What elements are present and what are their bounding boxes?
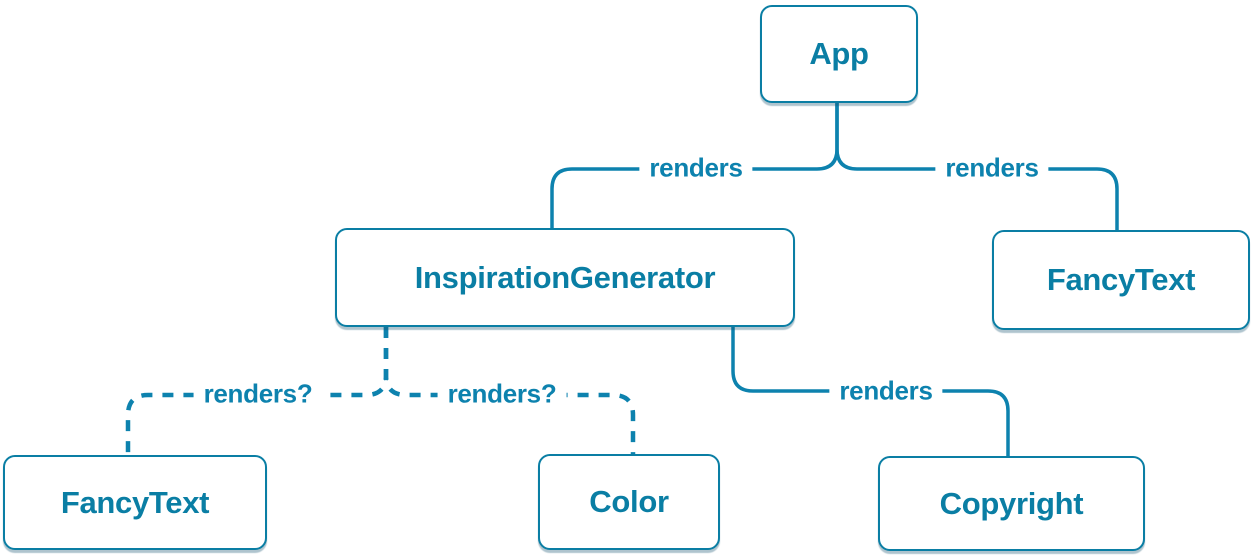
node-copyright-label: Copyright: [939, 485, 1084, 521]
edge-label-renders-left: renders: [639, 150, 753, 186]
node-fancy-text-right-label: FancyText: [1046, 262, 1196, 297]
node-color-label: Color: [589, 484, 669, 519]
node-color: Color: [538, 454, 720, 550]
edge-label-renders-bottom: renders: [829, 373, 943, 409]
node-app: App: [760, 5, 918, 103]
node-fancy-text-bottom-label: FancyText: [60, 484, 210, 520]
edge-label-renders-question-right: renders?: [437, 376, 567, 412]
node-fancy-text-right: FancyText: [992, 230, 1250, 330]
node-copyright: Copyright: [878, 456, 1145, 551]
edge-label-renders-question-left: renders?: [193, 376, 323, 412]
node-inspiration-generator: InspirationGenerator: [335, 228, 795, 327]
node-app-label: App: [809, 36, 869, 71]
edge-label-renders-right: renders: [935, 150, 1049, 186]
node-fancy-text-bottom: FancyText: [3, 455, 267, 550]
node-inspiration-generator-label: InspirationGenerator: [414, 259, 716, 295]
